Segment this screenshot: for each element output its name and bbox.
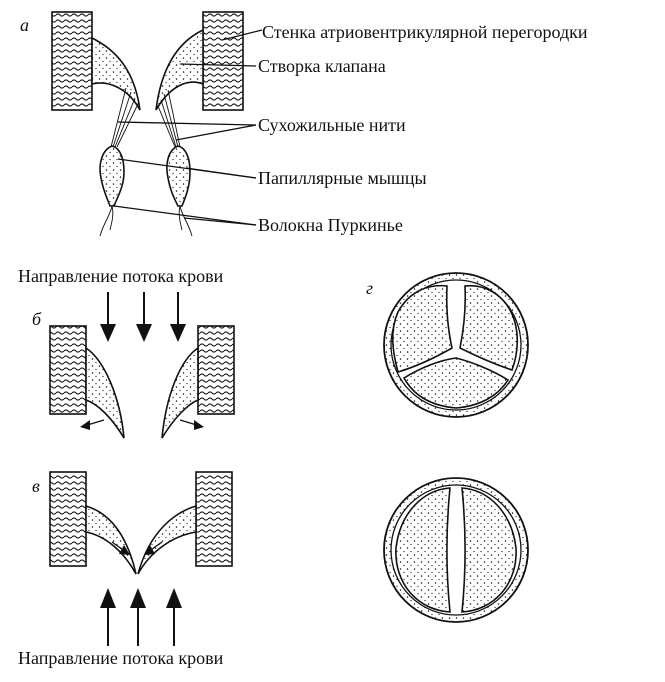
panel-b-label: б <box>32 309 42 329</box>
leaflet-bottom <box>402 357 510 409</box>
septum-wall-right <box>202 11 244 111</box>
panel-a: а <box>20 11 588 237</box>
leader-chordae-2 <box>175 124 257 141</box>
label-flow-bottom: Направление потока крови <box>18 648 224 668</box>
papillary-muscle-left <box>99 145 125 207</box>
label-purkinje: Волокна Пуркинье <box>258 215 403 235</box>
open-cusp-left <box>85 346 125 439</box>
valve-three-leaflet <box>383 272 529 418</box>
panel-v-label: в <box>32 476 40 496</box>
panel-v: в Направление потока крови <box>18 471 233 668</box>
valve-cusp-left <box>91 36 141 111</box>
leaflet-left <box>391 284 453 374</box>
leader-papillary-2 <box>185 167 257 179</box>
leader-purkinje-2 <box>183 217 257 226</box>
open-cusp-right <box>161 346 199 439</box>
panel-g-label: г <box>366 278 373 298</box>
pressure-arrows-b <box>80 419 204 430</box>
panel-a-label: а <box>20 15 29 35</box>
valve-cusp-right <box>155 28 204 111</box>
valve-two-leaflet <box>383 477 529 623</box>
leader-purkinje-1 <box>113 205 257 226</box>
panel-b: Направление потока крови б <box>18 266 235 439</box>
leaflet-right-2 <box>461 487 517 613</box>
septum-wall-left <box>51 11 93 111</box>
purkinje-fiber-left <box>99 205 113 237</box>
label-septum-wall: Стенка атриовентрикулярной перегородки <box>262 22 588 42</box>
purkinje-fiber-right <box>179 205 193 237</box>
label-valve-cusp: Створка клапана <box>258 56 386 76</box>
papillary-muscle-right <box>166 145 191 207</box>
label-chordae: Сухожильные нити <box>258 115 406 135</box>
flow-arrows-down <box>100 292 186 342</box>
label-papillary: Папиллярные мышцы <box>258 168 427 188</box>
flow-arrows-up <box>100 588 182 646</box>
leader-septum <box>221 29 263 41</box>
pressure-arrows-v <box>111 541 163 555</box>
leaflet-right <box>459 284 519 372</box>
leaflet-left-2 <box>395 487 451 613</box>
wall-right-v <box>195 471 233 567</box>
wall-left-b <box>49 325 87 415</box>
leader-chordae-1 <box>117 121 257 126</box>
wall-left-v <box>49 471 87 567</box>
leader-cusp <box>179 63 257 67</box>
closed-cusp-left <box>85 504 137 575</box>
wall-right-b <box>197 325 235 415</box>
closed-cusp-right <box>137 504 197 575</box>
label-flow-top: Направление потока крови <box>18 266 224 286</box>
panel-g: г <box>366 272 529 623</box>
